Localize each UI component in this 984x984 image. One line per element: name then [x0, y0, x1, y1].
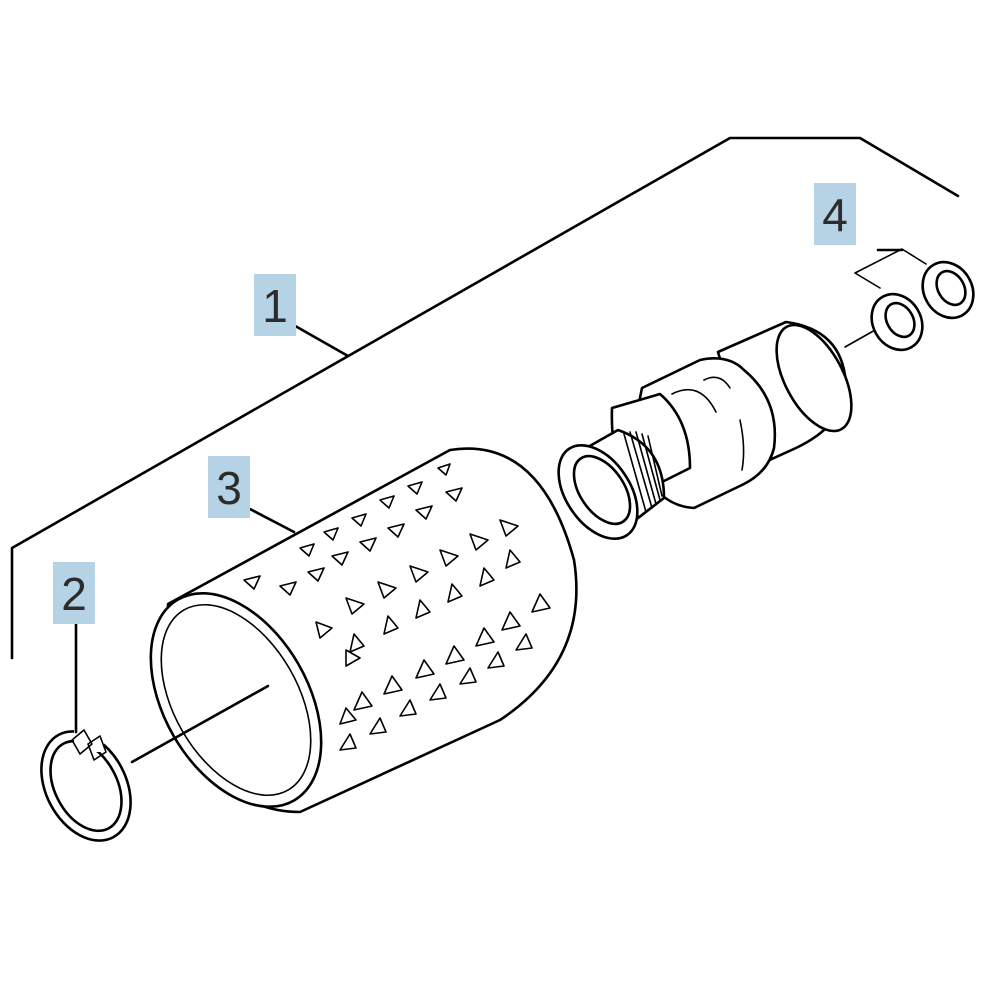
adapter-coupling: [557, 320, 853, 540]
callout-1-label: 1: [262, 280, 288, 332]
part-4-o-rings: [844, 248, 975, 352]
callout-1: 1: [254, 274, 296, 336]
o-ring-front: [870, 292, 924, 352]
leader-line-3: [246, 506, 296, 534]
part-3-perforated-sleeve: [130, 447, 578, 814]
callout-4-label: 4: [822, 189, 848, 241]
sleeve-perforations: [243, 463, 551, 751]
callout-4: 4: [814, 183, 856, 245]
o-ring-rear: [921, 260, 975, 320]
callout-3: 3: [208, 456, 250, 518]
callout-3-label: 3: [216, 462, 242, 514]
callout-2-label: 2: [61, 568, 87, 620]
callout-2: 2: [53, 562, 95, 624]
part-2-retaining-ring: [40, 728, 132, 842]
assembly-bracket: [10, 136, 960, 660]
